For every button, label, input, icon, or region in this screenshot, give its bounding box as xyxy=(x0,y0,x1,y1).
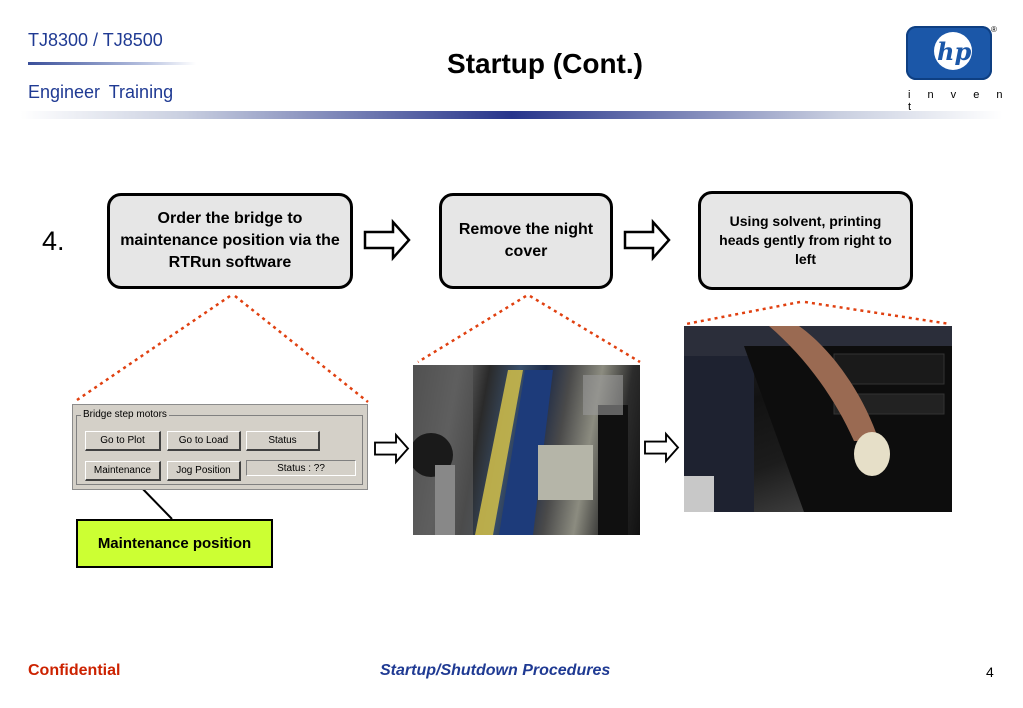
step-box-clean-heads: Using solvent, printing heads gently fro… xyxy=(698,191,913,290)
maintenance-position-callout: Maintenance position xyxy=(76,519,273,568)
header-underline xyxy=(28,62,196,65)
status-field: Status : ?? xyxy=(246,460,356,476)
header-model: TJ8300 / TJ8500 xyxy=(28,30,163,50)
dotted-connectors xyxy=(73,294,951,404)
right-arrow-icon xyxy=(623,220,671,260)
jog-position-button[interactable]: Jog Position xyxy=(167,461,241,481)
cleaning-heads-photo xyxy=(684,326,952,512)
bridge-step-motors-group xyxy=(76,415,363,485)
hp-tagline: i n v e n t xyxy=(908,89,1010,113)
slide-title: Startup (Cont.) xyxy=(447,48,643,79)
header-band xyxy=(0,111,1023,119)
footer-section-title: Startup/Shutdown Procedures xyxy=(380,662,611,679)
right-arrow-icon xyxy=(374,434,409,463)
night-cover-photo-detail xyxy=(413,365,628,535)
hp-logo-circle xyxy=(934,32,972,70)
hp-logo: hp xyxy=(906,26,992,80)
maintenance-button[interactable]: Maintenance xyxy=(85,461,161,481)
right-arrow-icon xyxy=(363,220,411,260)
go-to-plot-button[interactable]: Go to Plot xyxy=(85,431,161,451)
go-to-load-button[interactable]: Go to Load xyxy=(167,431,241,451)
right-arrow-icon xyxy=(644,433,679,462)
registered-mark: ® xyxy=(991,25,997,34)
step-box-order-bridge: Order the bridge to maintenance position… xyxy=(107,193,353,289)
header-course: Engineer Training xyxy=(28,82,174,102)
page-number: 4 xyxy=(986,664,994,680)
hp-logo-text: hp xyxy=(937,37,972,66)
cleaning-heads-photo-detail xyxy=(684,326,952,512)
night-cover-photo xyxy=(413,365,640,535)
status-button[interactable]: Status xyxy=(246,431,320,451)
footer-confidential: Confidential xyxy=(28,662,121,679)
step-box-remove-cover: Remove the night cover xyxy=(439,193,613,289)
rtrun-panel: Bridge step motors Go to Plot Go to Load… xyxy=(72,404,368,490)
group-label: Bridge step motors xyxy=(81,409,169,420)
step-number: 4. xyxy=(42,226,65,256)
